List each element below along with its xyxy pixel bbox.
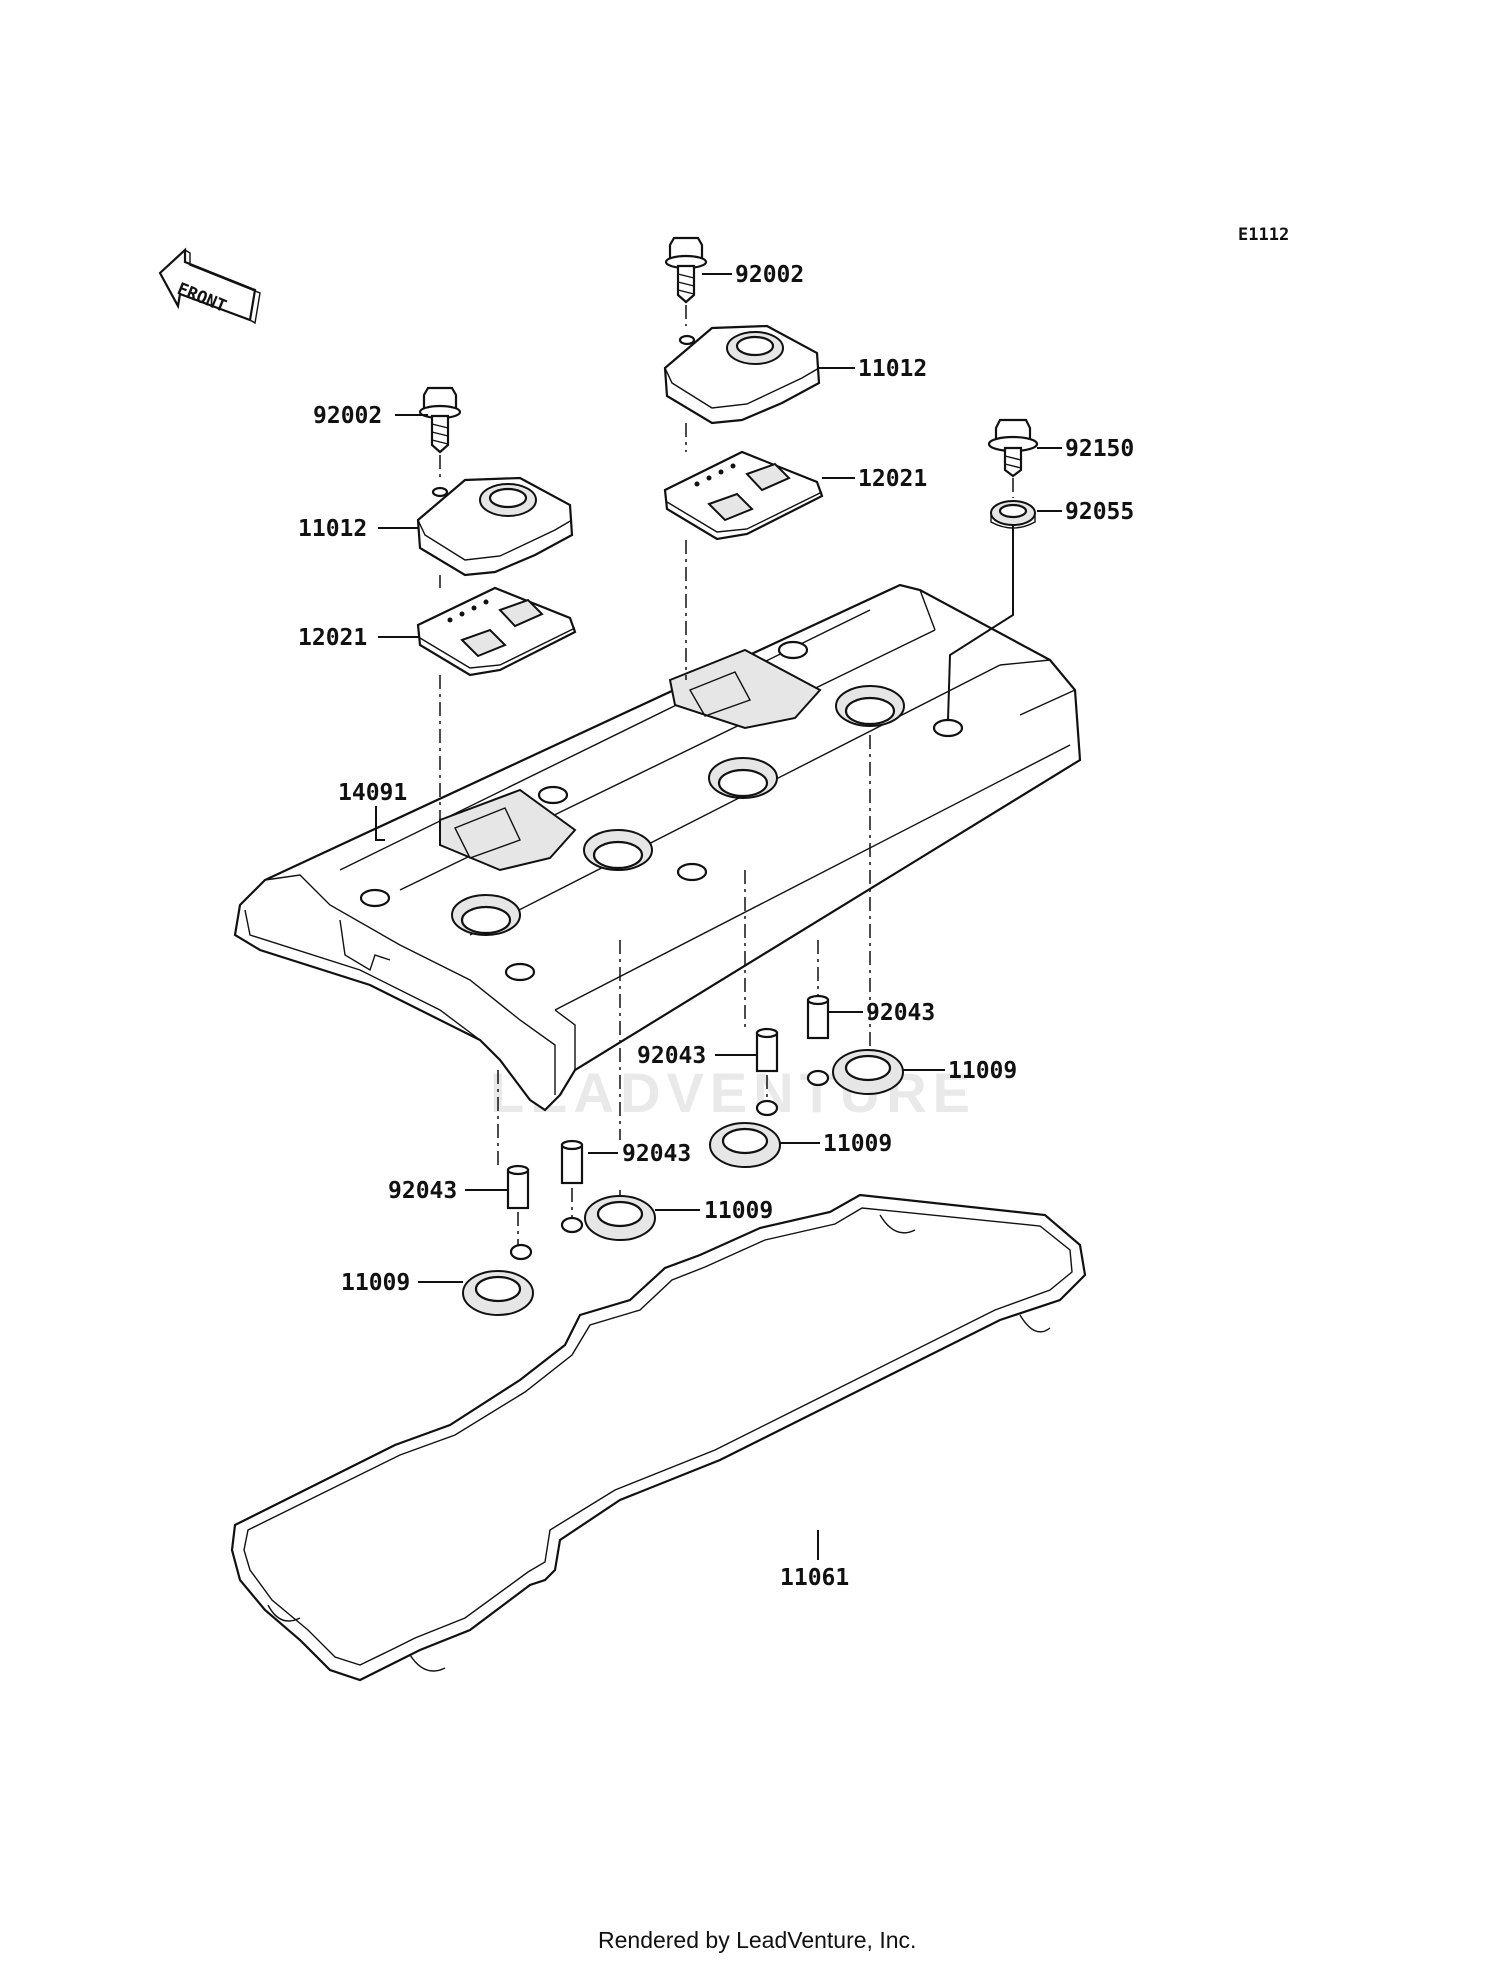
plug-gasket-2 [560, 1195, 656, 1241]
breather-cap-11012-right [663, 324, 821, 425]
cylinder-head-cover [233, 583, 1082, 1112]
plug-gasket-1 [462, 1243, 534, 1316]
label-head-cover-14091: 14091 [338, 780, 407, 806]
label-pin-4: 92043 [866, 1000, 935, 1026]
label-plug-gasket-1: 11009 [341, 1270, 410, 1296]
front-arrow-icon: FRONT [158, 247, 261, 325]
footer-credit: Rendered by LeadVenture, Inc. [598, 1927, 916, 1953]
washer-92055 [990, 500, 1036, 529]
label-plug-gasket-2: 11009 [704, 1198, 773, 1224]
dowel-pin-1 [506, 1164, 530, 1210]
label-plug-gasket-3: 11009 [823, 1131, 892, 1157]
gasket-12021-right [663, 450, 824, 541]
label-cap-11012-left: 11012 [298, 516, 367, 542]
label-pin-3: 92043 [637, 1043, 706, 1069]
plug-gasket-3 [709, 1099, 781, 1168]
assembly-lines [439, 305, 1014, 1245]
label-bolt-92002-right: 92002 [735, 262, 804, 288]
label-washer-92055: 92055 [1065, 499, 1134, 525]
label-bolt-92002-left: 92002 [313, 403, 382, 429]
dowel-pin-3 [755, 1027, 779, 1073]
part-labels: 92002 11012 12021 92002 11012 12021 9215… [298, 262, 1134, 1591]
plug-gasket-4 [806, 1049, 904, 1095]
dowel-pin-4 [806, 994, 830, 1040]
label-bolt-92150: 92150 [1065, 436, 1134, 462]
label-pin-1: 92043 [388, 1178, 457, 1204]
bolt-92002-left [418, 386, 462, 454]
bolt-92150 [987, 418, 1039, 478]
label-cover-gasket-11061: 11061 [780, 1565, 849, 1591]
label-cap-11012-right: 11012 [858, 356, 927, 382]
label-gasket-12021-left: 12021 [298, 625, 367, 651]
label-gasket-12021-right: 12021 [858, 466, 927, 492]
gasket-12021-left [416, 586, 577, 677]
label-plug-gasket-4: 11009 [948, 1058, 1017, 1084]
breather-cap-11012-left [416, 476, 574, 577]
reference-code: E1112 [1238, 225, 1289, 245]
label-pin-2: 92043 [622, 1141, 691, 1167]
cover-gasket-11061 [230, 1193, 1087, 1682]
bolt-92002-right [664, 236, 708, 304]
dowel-pin-2 [560, 1139, 584, 1185]
leader-lines [375, 273, 1062, 1560]
